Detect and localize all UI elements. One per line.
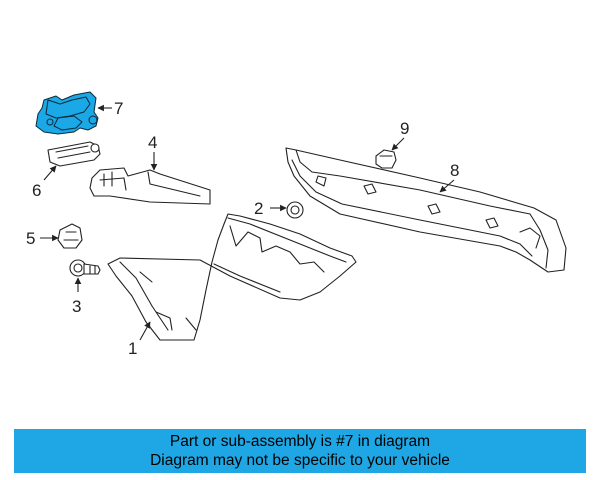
callout-5: 5 <box>26 229 59 248</box>
callout-7: 7 <box>97 99 123 118</box>
part-2-grommet[interactable] <box>286 201 304 219</box>
part-8-sill-trim[interactable] <box>285 147 567 273</box>
callout-1: 1 <box>128 321 151 358</box>
part-1-pillar-trim[interactable] <box>107 213 357 341</box>
callout-9: 9 <box>391 119 409 151</box>
banner-line-part-number: Part or sub-assembly is #7 in diagram <box>169 433 431 450</box>
svg-text:6: 6 <box>32 181 41 200</box>
part-5-clip[interactable] <box>57 223 83 249</box>
part-4-trim-panel[interactable] <box>89 167 211 205</box>
svg-text:7: 7 <box>114 99 123 118</box>
callout-2: 2 <box>254 199 287 218</box>
svg-text:9: 9 <box>400 119 409 138</box>
svg-text:1: 1 <box>128 339 137 358</box>
svg-text:8: 8 <box>450 161 459 180</box>
svg-text:4: 4 <box>148 133 157 152</box>
callout-4: 4 <box>148 133 157 171</box>
part-9-clip[interactable] <box>375 149 397 169</box>
part-info-banner: Part or sub-assembly is #7 in diagram Di… <box>14 429 586 473</box>
part-7-bracket[interactable] <box>35 91 99 135</box>
svg-text:5: 5 <box>26 229 35 248</box>
callout-6: 6 <box>32 165 57 200</box>
banner-line-disclaimer: Diagram may not be specific to your vehi… <box>150 452 450 469</box>
svg-text:2: 2 <box>254 199 263 218</box>
part-3-push-pin[interactable] <box>69 259 101 277</box>
parts-diagram: 7 6 4 5 3 <box>26 91 567 358</box>
callout-3: 3 <box>72 277 81 316</box>
part-6-clip[interactable] <box>47 141 101 167</box>
svg-text:3: 3 <box>72 297 81 316</box>
callout-8: 8 <box>439 161 459 193</box>
